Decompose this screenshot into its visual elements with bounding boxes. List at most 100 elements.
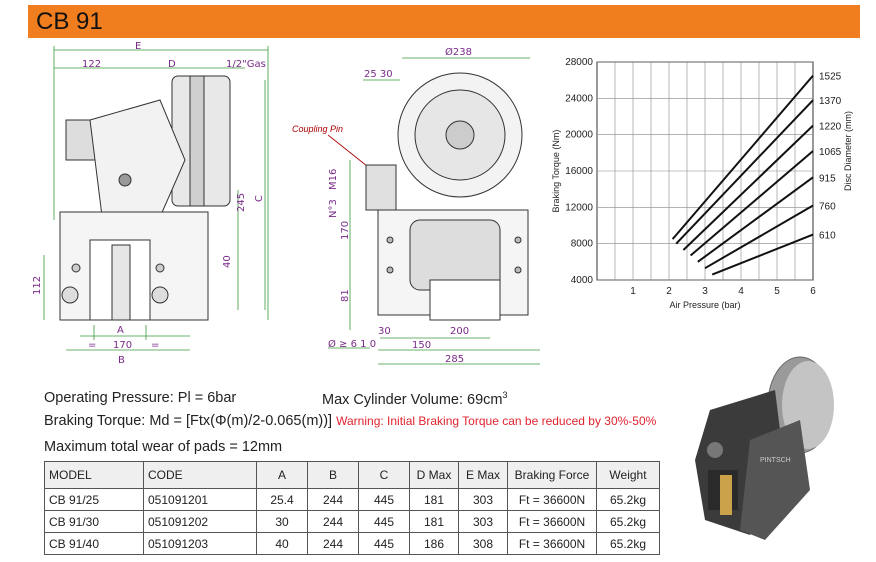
side-view-drawing: E 122 D 1/2"Gas 245 C 40 112 A = 170 = B	[32, 41, 269, 365]
cell: Ft = 36600N	[507, 532, 597, 555]
col-c: C	[358, 461, 410, 489]
col-emax: E Max	[458, 461, 508, 489]
cell: 181	[409, 510, 459, 533]
brake-front-outline	[365, 72, 529, 321]
dim-285: 285	[445, 354, 464, 365]
dim-n3: N°3	[328, 199, 339, 218]
x-tick-label: 6	[810, 286, 816, 297]
dim-245: 245	[236, 193, 247, 212]
dim-e: E	[135, 41, 141, 52]
cell: 30	[256, 510, 308, 533]
bolt	[707, 442, 723, 458]
dim-eq1: =	[88, 340, 96, 351]
x-tick-label: 4	[738, 286, 744, 297]
cell: 445	[358, 532, 410, 555]
volume-superscript: 3	[502, 390, 508, 400]
y-tick-label: 24000	[565, 93, 593, 104]
dim-dia238: Ø238	[445, 46, 472, 58]
col-weight: Weight	[596, 461, 660, 489]
col-braking-force: Braking Force	[507, 461, 597, 489]
y-axis-label: Braking Torque (Nm)	[551, 130, 561, 213]
cell: 186	[409, 532, 459, 555]
dim-30: 30	[378, 326, 391, 337]
series-label: 760	[819, 202, 836, 213]
max-wear: Maximum total wear of pads = 12mm	[44, 439, 283, 455]
x-tick-label: 2	[666, 286, 672, 297]
brake-pad	[720, 475, 732, 515]
cylinder-volume-text: Max Cylinder Volume: 69cm	[322, 391, 503, 408]
series-label: 915	[819, 173, 836, 184]
dim-25-30: 25 30	[364, 69, 393, 80]
coupling-pin-label: Coupling Pin	[292, 124, 343, 134]
dim-81: 81	[340, 289, 351, 302]
cell: Ft = 36600N	[507, 488, 597, 511]
series-label: 1370	[819, 96, 842, 107]
cell: 65.2kg	[596, 488, 660, 511]
cell: 25.4	[256, 488, 308, 511]
cell: 181	[409, 488, 459, 511]
cell: 051091203	[143, 532, 257, 555]
cell: 051091202	[143, 510, 257, 533]
spec-table: MODEL CODE A B C D Max E Max Braking For…	[44, 461, 660, 555]
series-line	[671, 74, 814, 240]
dim-150: 150	[412, 340, 431, 351]
col-model: MODEL	[44, 461, 144, 489]
cell: CB 91/25	[44, 488, 144, 511]
series-line	[711, 233, 814, 276]
series-line	[704, 204, 814, 270]
series-label: 1220	[819, 122, 842, 133]
dim-eq2: =	[151, 340, 159, 351]
series-line	[689, 150, 814, 257]
y2-axis-label: Disc Diameter (mm)	[843, 111, 853, 191]
cell: 244	[307, 532, 359, 555]
dim-a: A	[117, 325, 124, 336]
page-title: CB 91	[36, 8, 103, 35]
front-view-drawing: Ø238 25 30 Coupling Pin M16 N°3 170 81 3…	[292, 46, 540, 365]
dim-c: C	[254, 195, 265, 202]
dim-40: 40	[222, 255, 233, 268]
y-tick-label: 8000	[571, 239, 594, 250]
dim-122: 122	[82, 59, 101, 70]
cell: 40	[256, 532, 308, 555]
cell: 051091201	[143, 488, 257, 511]
title-bar: CB 91	[28, 5, 860, 38]
cell: 65.2kg	[596, 510, 660, 533]
dim-gas: 1/2"Gas	[226, 59, 266, 70]
cell: 308	[458, 532, 508, 555]
dim-170: 170	[113, 340, 132, 351]
dim-disc: Ø ≥ 6 1 0	[328, 338, 376, 350]
dim-170b: 170	[340, 221, 351, 240]
operating-pressure: Operating Pressure: Pl = 6bar	[44, 390, 237, 406]
formula-text: Braking Torque: Md = [Ftx(Φ(m)/2-0.065(m…	[44, 413, 333, 429]
dim-b: B	[118, 355, 125, 365]
dim-200: 200	[450, 326, 469, 337]
x-axis-label: Air Pressure (bar)	[669, 300, 740, 310]
table-header-row: MODEL CODE A B C D Max E Max Braking For…	[44, 461, 660, 489]
brake-outline	[59, 75, 231, 321]
cell: 65.2kg	[596, 532, 660, 555]
y-tick-label: 16000	[565, 166, 593, 177]
cell: 445	[358, 510, 410, 533]
x-tick-label: 1	[630, 286, 636, 297]
x-tick-label: 5	[774, 286, 780, 297]
y-tick-label: 20000	[565, 130, 593, 141]
y-tick-label: 28000	[565, 57, 593, 68]
series-label: 1525	[819, 72, 842, 83]
cell: 303	[458, 510, 508, 533]
series-label: 610	[819, 231, 836, 242]
dim-m16: M16	[328, 169, 339, 190]
cell: 303	[458, 488, 508, 511]
dim-d: D	[168, 59, 176, 70]
warning-text: Warning: Initial Braking Torque can be r…	[336, 414, 657, 428]
col-dmax: D Max	[409, 461, 459, 489]
series-line	[682, 124, 814, 251]
dim-112: 112	[32, 276, 43, 295]
y-tick-label: 12000	[565, 202, 593, 213]
series-label: 1065	[819, 147, 842, 158]
cell: 445	[358, 488, 410, 511]
col-code: CODE	[143, 461, 257, 489]
series-line	[675, 99, 814, 245]
